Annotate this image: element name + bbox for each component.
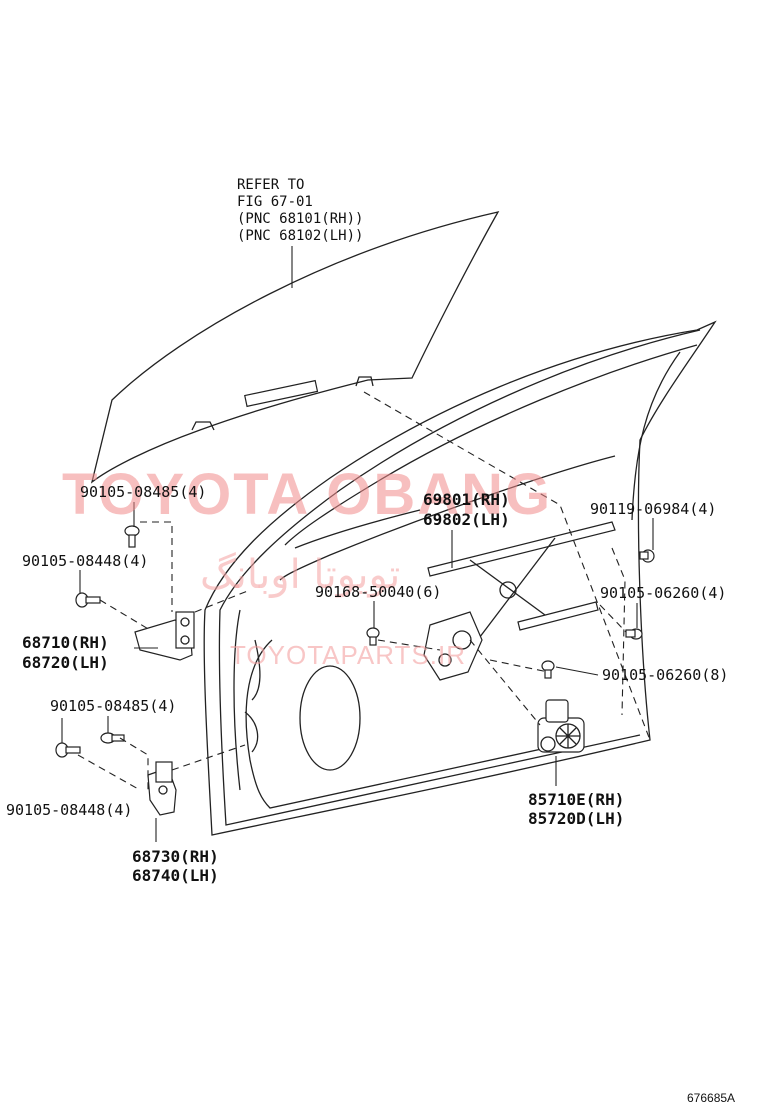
label-bolt-lower-hinge-a: 90105-08485(4) [50,697,176,715]
label-motor-rh: 85710E(RH) [528,790,624,809]
label-bolt-upper-hinge-a: 90105-08485(4) [80,483,206,501]
leader-lines [61,246,654,842]
door-glass [90,211,500,484]
label-upper-hinge-lh: 68720(LH) [22,653,109,672]
bolt-icon [625,628,643,640]
watermark-arabic: تويوتا اوبانگ [200,552,400,598]
regulator-motor [537,699,585,753]
label-regulator-lh: 69802(LH) [423,510,510,529]
upper-hinge [134,611,195,661]
figure-id: 676685A [687,1091,735,1105]
bolt-icon [124,525,140,548]
label-bolt-upper-hinge-b: 90105-08448(4) [22,552,148,570]
reference-line-3: (PNC 68101(RH)) [237,211,363,227]
bolt-icon [541,660,555,679]
lower-hinge [147,761,177,816]
label-lower-hinge-lh: 68740(LH) [132,866,219,885]
label-bolt-glass: 90119-06984(4) [590,500,716,518]
window-regulator [423,521,616,681]
label-motor-lh: 85720D(LH) [528,809,624,828]
bolt-icon [639,549,655,563]
label-bolt-regulator-b: 90105-06260(8) [602,666,728,684]
reference-line-4: (PNC 68102(LH)) [237,228,363,244]
watermark-sub: TOYOTAPARTS.IR [230,640,466,670]
label-regulator-rh: 69801(RH) [423,490,510,509]
label-bolt-lower-hinge-b: 90105-08448(4) [6,801,132,819]
label-upper-hinge-rh: 68710(RH) [22,633,109,652]
reference-line-1: REFER TO [237,177,304,193]
label-bolt-regulator-a: 90105-06260(4) [600,584,726,602]
label-lower-hinge-rh: 68730(RH) [132,847,219,866]
watermark-main: TOYOTA OBANG [62,462,552,527]
door-shell [203,320,717,836]
bolt-icon [366,627,380,646]
reference-line-2: FIG 67-01 [237,194,313,210]
assembly-guide-lines [77,391,651,791]
bolt-icon [75,592,101,608]
label-screw-regulator: 90168-50040(6) [315,583,441,601]
bolt-icon [55,742,81,758]
